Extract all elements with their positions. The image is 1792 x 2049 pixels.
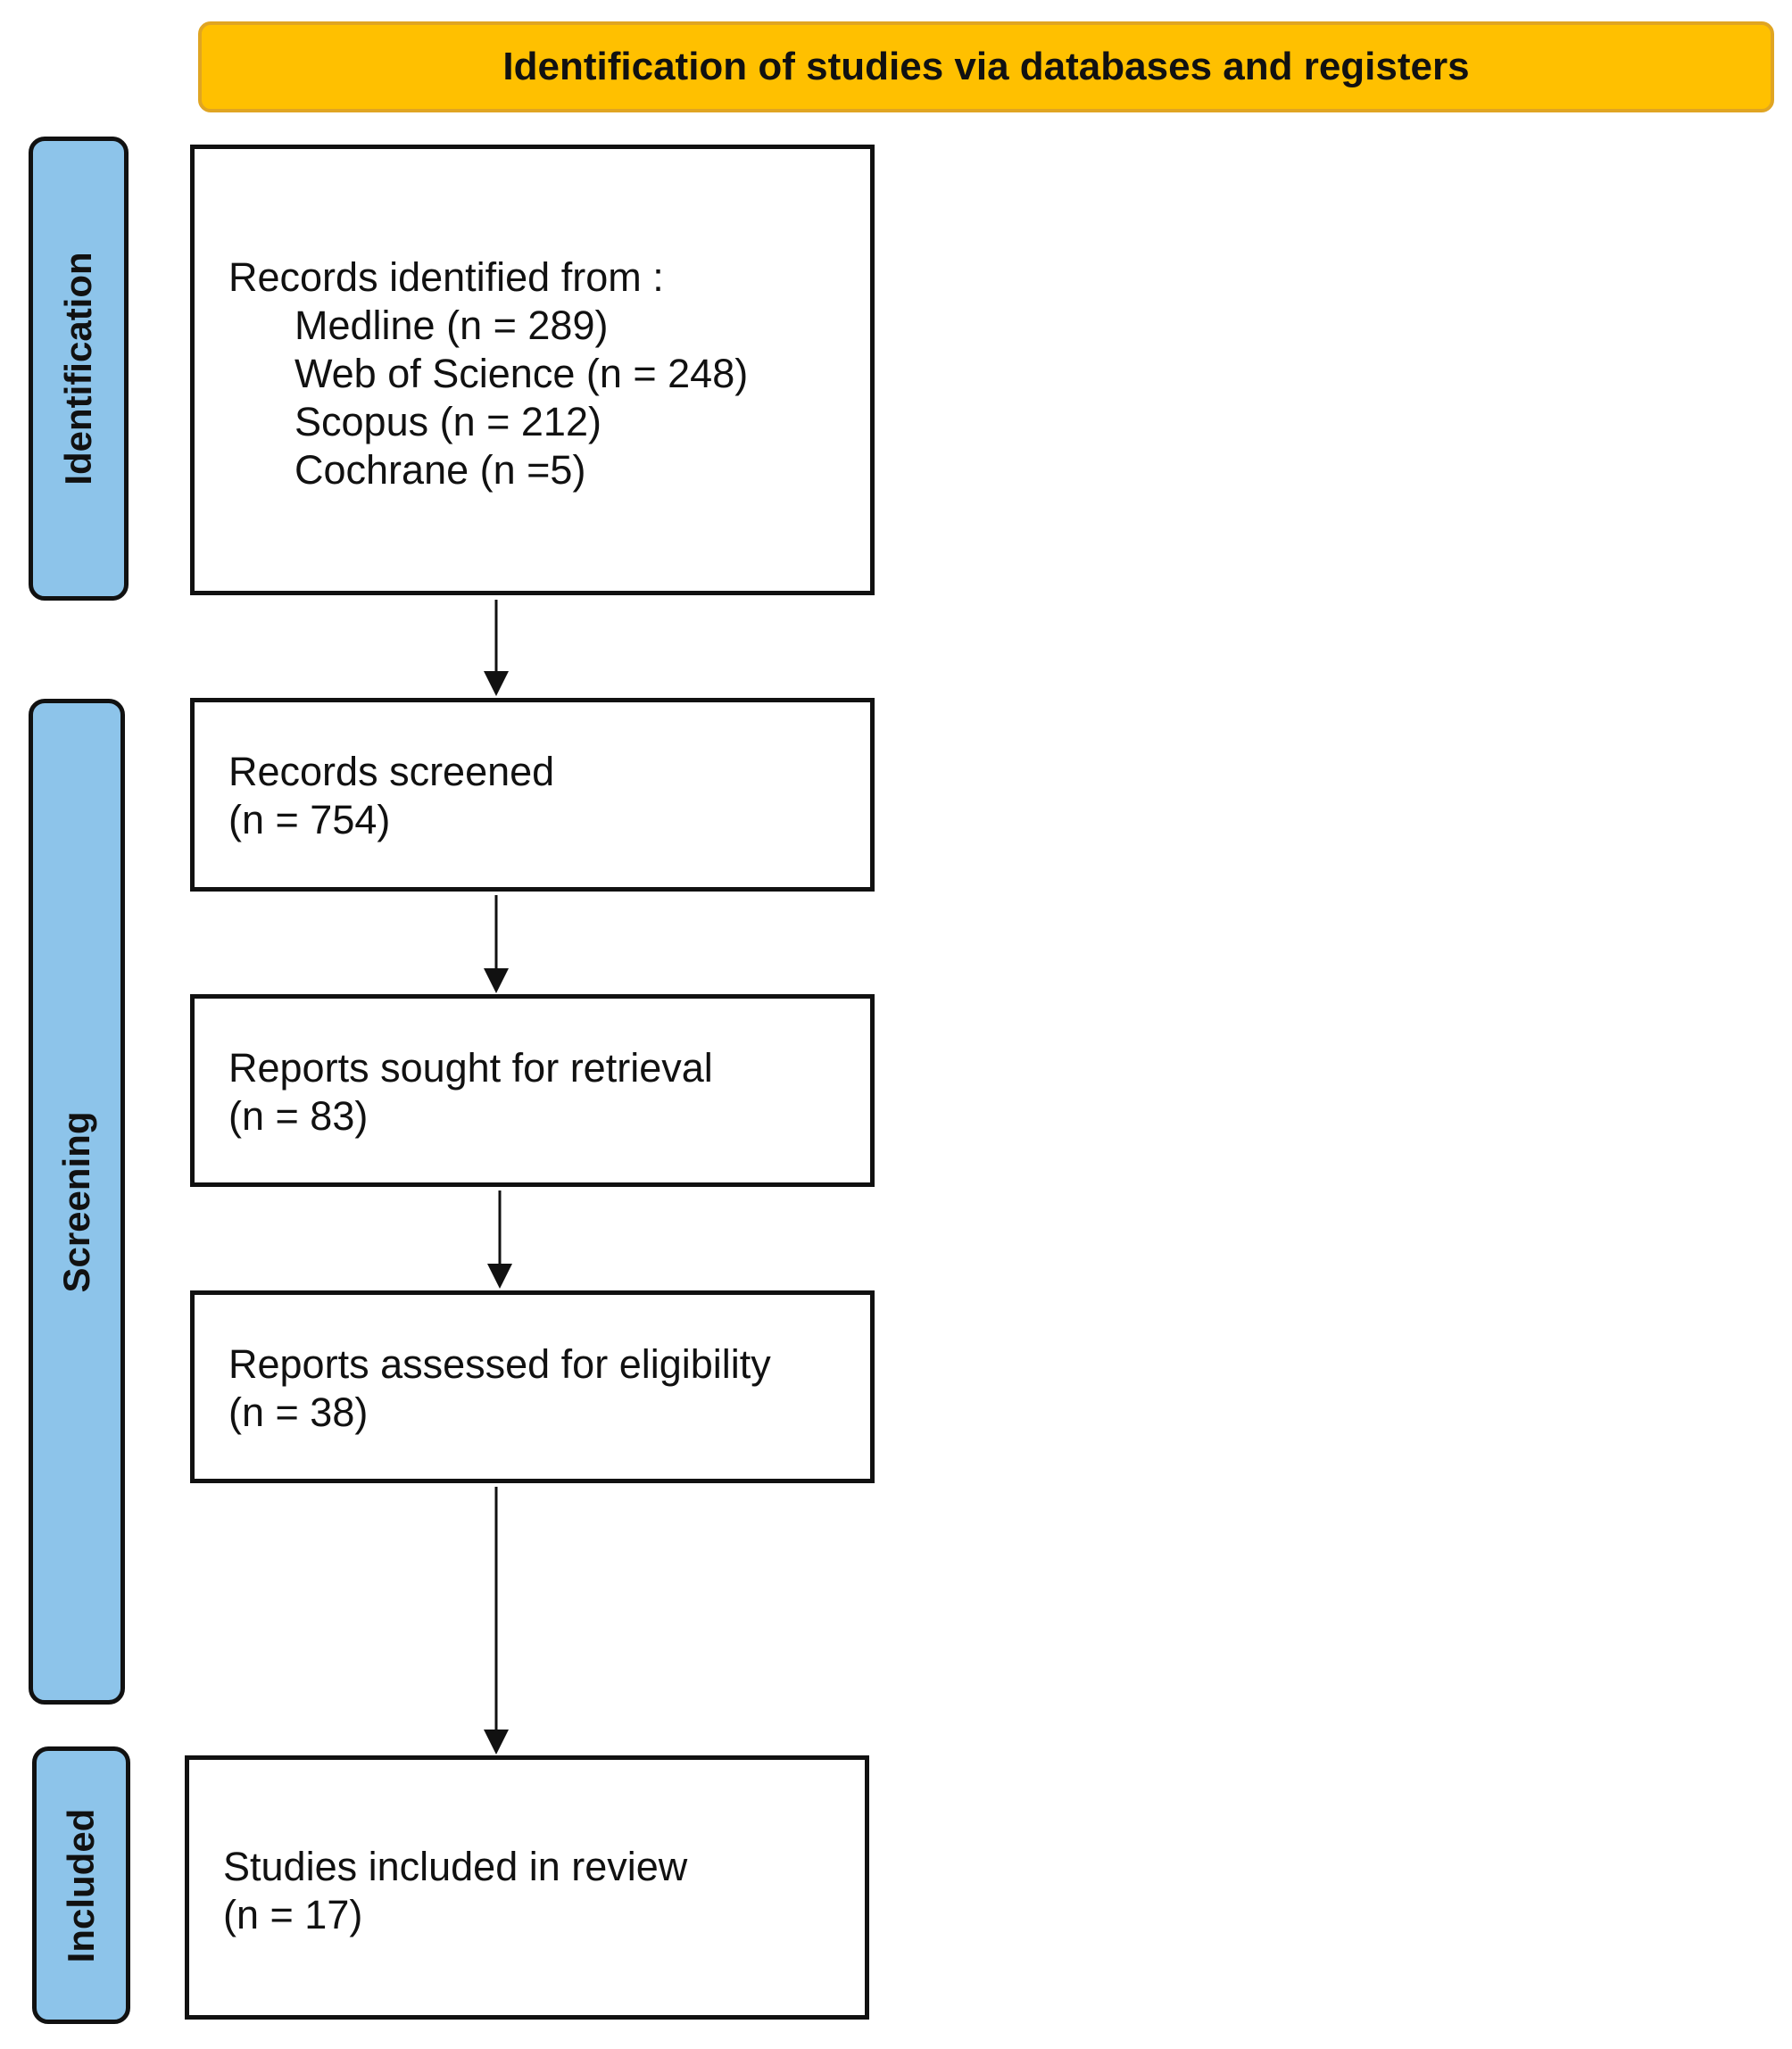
studies-included-label: Studies included in review bbox=[223, 1844, 688, 1889]
source-web-of-science: Web of Science (n = 248) bbox=[295, 351, 749, 396]
reports-assessed-box: Reports assessed for eligibility (n = 38… bbox=[190, 1290, 875, 1483]
source-cochrane: Cochrane (n =5) bbox=[295, 447, 586, 493]
reports-sought-count: (n = 83) bbox=[228, 1093, 369, 1139]
phase-screening: Screening bbox=[29, 699, 125, 1705]
phase-identification: Identification bbox=[29, 137, 129, 601]
reports-assessed-label: Reports assessed for eligibility bbox=[228, 1341, 771, 1387]
records-identified-box: Records identified from : Medline (n = 2… bbox=[190, 145, 875, 595]
phase-included: Included bbox=[32, 1746, 130, 2024]
reports-assessed-count: (n = 38) bbox=[228, 1390, 369, 1435]
source-scopus: Scopus (n = 212) bbox=[295, 399, 601, 444]
records-screened-count: (n = 754) bbox=[228, 797, 391, 842]
studies-included-box: Studies included in review (n = 17) bbox=[185, 1755, 869, 2020]
reports-sought-label: Reports sought for retrieval bbox=[228, 1045, 713, 1091]
section-header-banner: Identification of studies via databases … bbox=[198, 21, 1774, 112]
banner-title: Identification of studies via databases … bbox=[502, 45, 1470, 88]
arrowhead-assessed bbox=[487, 1264, 512, 1289]
records-identified-heading: Records identified from : bbox=[228, 254, 664, 300]
records-screened-label: Records screened bbox=[228, 749, 555, 794]
arrowhead-sought bbox=[484, 968, 509, 993]
records-screened-box: Records screened (n = 754) bbox=[190, 698, 875, 892]
studies-included-count: (n = 17) bbox=[223, 1892, 363, 1937]
arrowhead-screened bbox=[484, 671, 509, 696]
reports-sought-box: Reports sought for retrieval (n = 83) bbox=[190, 994, 875, 1187]
arrowhead-included bbox=[484, 1730, 509, 1755]
source-medline: Medline (n = 289) bbox=[295, 303, 609, 348]
